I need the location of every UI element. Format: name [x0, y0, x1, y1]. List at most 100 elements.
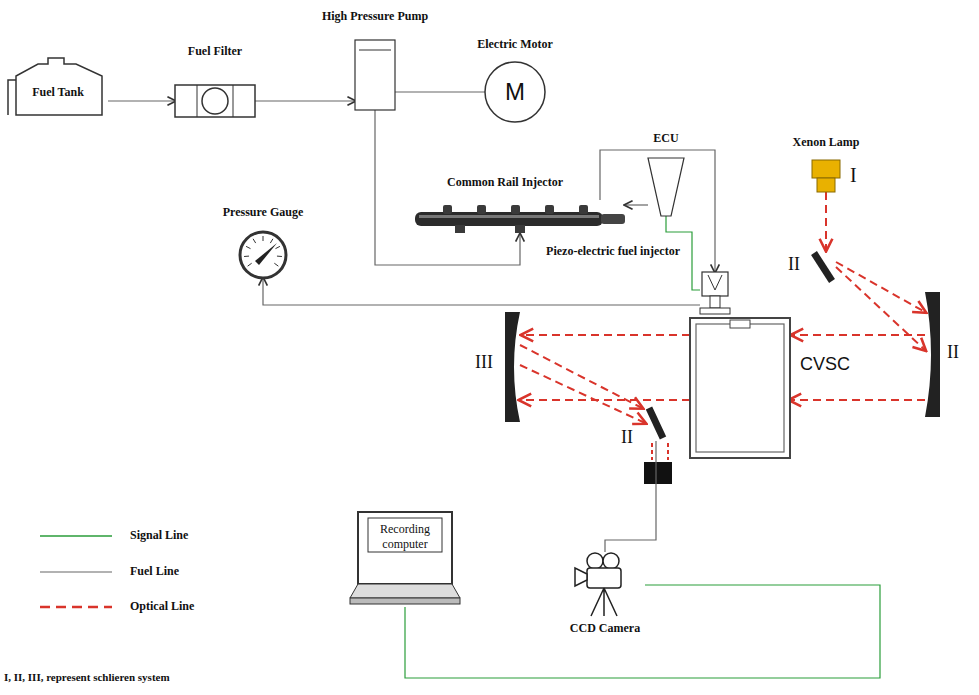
chamber-outer	[690, 318, 790, 458]
legend-text: Fuel Line	[130, 564, 179, 579]
camera-lens	[575, 568, 587, 586]
motor-outline	[485, 62, 545, 122]
electric-motor: Electric MotorM	[485, 62, 545, 122]
part-label: CVSC	[800, 354, 850, 375]
part-label: CCD Camera	[570, 622, 640, 636]
laptop-base	[350, 584, 460, 598]
xenon-lamp: Xenon LampI	[812, 160, 840, 192]
legend-line-sample	[40, 571, 112, 572]
fuel-line	[108, 100, 175, 101]
concave-mirror-shape	[505, 312, 520, 422]
gauge-tick	[248, 263, 252, 266]
laptop-edge	[350, 598, 460, 604]
shape-text: M	[489, 78, 541, 106]
plane-mirror: II	[810, 250, 836, 284]
part-label: Xenon Lamp	[793, 136, 860, 150]
rail-highlight	[419, 215, 599, 218]
optical-ray	[792, 334, 925, 336]
constant-volume-chamber: CVSC	[690, 318, 790, 458]
part-label: I	[850, 164, 857, 187]
constant-volume-chamber-shape	[690, 318, 790, 458]
concave-mirror: II	[925, 292, 940, 417]
ecu: ECU	[648, 158, 684, 216]
part-label: Electric Motor	[477, 38, 553, 52]
plane-mirror-shape	[810, 250, 836, 284]
fuel-line	[263, 278, 700, 305]
ecu-outline	[648, 158, 684, 216]
injector-nozzle	[710, 296, 720, 308]
camera-lens-block	[644, 462, 672, 484]
rail-port	[545, 205, 554, 214]
optical-line	[520, 399, 690, 401]
rail-port	[455, 225, 465, 233]
film-reel	[587, 553, 603, 569]
signal-line	[405, 585, 880, 678]
fuel-filter: Fuel Filter	[175, 85, 255, 117]
fuel-line	[605, 441, 656, 552]
injector-tip	[708, 275, 722, 290]
common-rail-injector-shape	[415, 200, 625, 234]
lamp-base	[817, 178, 835, 192]
fuel-line	[395, 91, 485, 92]
gauge-dial	[240, 232, 286, 278]
chamber-window	[696, 324, 784, 452]
pump-body	[355, 40, 395, 110]
plane-mirror: II	[645, 405, 667, 441]
optical-line	[790, 399, 925, 401]
gauge-tick	[263, 236, 264, 241]
part-label: High Pressure Pump	[322, 10, 428, 24]
piezo-injector: Piezo-electric fuel injector	[700, 272, 730, 314]
ccd-camera-shape	[565, 552, 645, 617]
filter-element	[202, 88, 228, 114]
injector-port	[730, 320, 750, 328]
rail-port	[511, 205, 520, 214]
film-reel	[603, 553, 619, 569]
filter-divider	[197, 85, 198, 117]
legend-text: Signal Line	[130, 528, 188, 543]
part-label: Pressure Gauge	[223, 206, 304, 220]
fuel-line	[625, 204, 648, 205]
optical-line	[836, 267, 925, 350]
filter-divider	[233, 85, 234, 117]
piezo-injector-shape	[700, 272, 730, 314]
gauge-tick	[275, 246, 279, 248]
tank-step	[8, 80, 16, 115]
optical-line	[825, 192, 827, 250]
gauge-tick	[246, 246, 250, 248]
laptop-display	[368, 518, 442, 552]
common-rail-injector: Common Rail Injector	[415, 200, 625, 234]
laptop-screen	[358, 512, 452, 584]
filter-body	[175, 85, 255, 117]
rail-port	[579, 205, 588, 214]
concave-mirror-shape	[925, 292, 940, 417]
tripod	[591, 588, 617, 616]
injector-body	[702, 272, 728, 296]
high-pressure-pump-shape	[355, 40, 395, 110]
part-label: II	[621, 427, 633, 448]
shape-text: Fuel Tank	[12, 86, 104, 100]
fuel-line	[255, 100, 355, 101]
optical-ray	[522, 334, 690, 336]
pressure-gauge-shape	[240, 232, 286, 278]
rail-port	[443, 205, 452, 214]
gauge-tick	[277, 256, 282, 257]
optical-line	[520, 365, 645, 423]
part-label: Common Rail Injector	[447, 176, 563, 190]
injector-mount	[700, 308, 730, 314]
gauge-tick	[244, 256, 249, 257]
gauge-tick	[274, 263, 278, 266]
fuel-tank: Fuel Tank	[8, 58, 108, 115]
legend-line-sample	[40, 535, 112, 537]
ecu-shape	[648, 158, 684, 216]
note-text: I, II, III, represent schlieren system	[4, 671, 170, 683]
part-label: Fuel Filter	[188, 45, 242, 59]
legend-text: Optical Line	[130, 599, 194, 614]
part-label: III	[475, 352, 493, 373]
gauge-tick	[253, 239, 256, 243]
pressure-gauge: Pressure Gauge	[240, 232, 286, 278]
rail-end	[601, 214, 625, 224]
concave-mirror: III	[505, 312, 520, 422]
optical-ray	[667, 443, 669, 460]
optical-ray	[836, 262, 925, 312]
